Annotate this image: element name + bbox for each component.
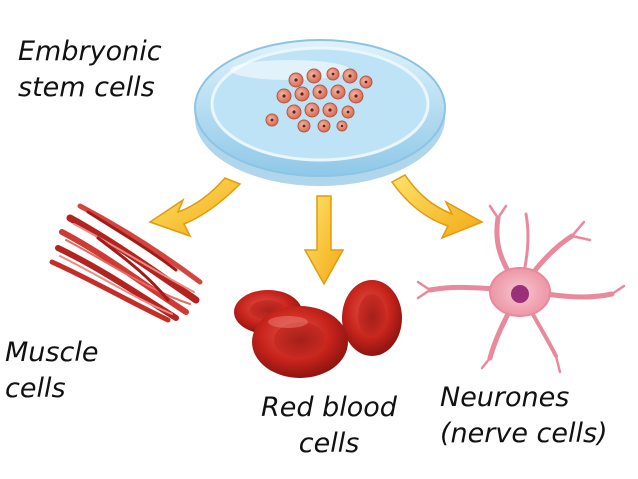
label-line: cells bbox=[5, 373, 66, 404]
label-muscle-cells: Muscle cells bbox=[5, 335, 98, 407]
arrow-to-rbc-icon bbox=[303, 195, 345, 286]
muscle-fiber-icon bbox=[49, 203, 203, 323]
label-line: Neurones bbox=[440, 382, 570, 413]
petri-dish-icon bbox=[194, 39, 446, 186]
label-line: stem cells bbox=[18, 72, 155, 103]
label-embryonic-stem-cells: Embryonic stem cells bbox=[18, 34, 162, 106]
label-neurones: Neurones (nerve cells) bbox=[440, 380, 608, 452]
label-line: (nerve cells) bbox=[440, 418, 608, 449]
label-line: Embryonic bbox=[18, 36, 162, 67]
arrow-to-muscle-icon bbox=[148, 177, 242, 238]
label-line: cells bbox=[298, 428, 360, 459]
label-line: Muscle bbox=[5, 337, 99, 368]
red-blood-cell-icon bbox=[234, 280, 402, 378]
label-line: Red blood bbox=[261, 392, 397, 423]
arrow-to-neuron-icon bbox=[390, 174, 484, 240]
nucleus-icon bbox=[511, 285, 529, 303]
neuron-icon bbox=[416, 204, 626, 374]
stem-cell-cluster bbox=[265, 67, 373, 133]
label-red-blood-cells: Red blood cells bbox=[258, 390, 400, 462]
